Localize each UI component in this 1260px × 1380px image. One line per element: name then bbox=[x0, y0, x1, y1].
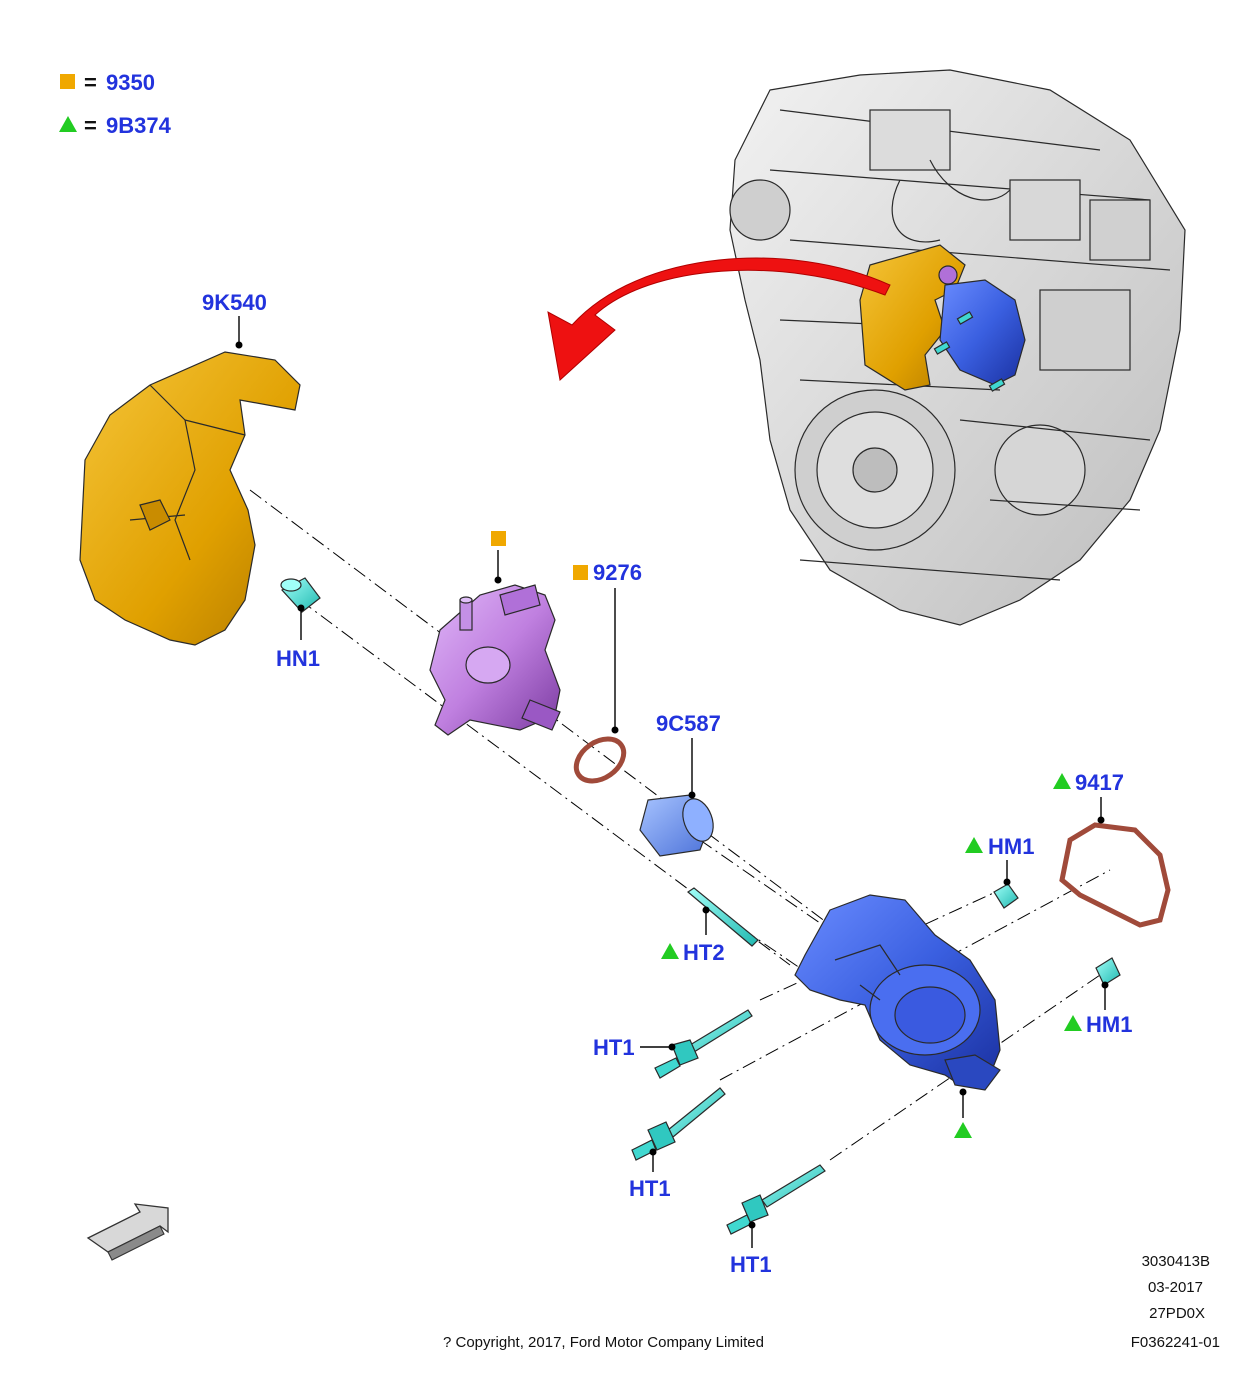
triangle-marker-icon bbox=[661, 943, 679, 959]
curved-red-arrow-icon bbox=[547, 257, 891, 381]
bolt-ht1-b-part bbox=[631, 1087, 726, 1161]
label-9276: 9276 bbox=[593, 560, 642, 585]
callout-fuel-pump-square bbox=[491, 531, 506, 584]
callout-hm1-right: HM1 bbox=[1064, 981, 1132, 1037]
label-9k540: 9K540 bbox=[202, 290, 267, 315]
square-marker-icon bbox=[573, 565, 588, 580]
callout-9276: 9276 bbox=[573, 560, 642, 734]
engine-shield-highlight bbox=[859, 244, 966, 391]
callout-9k540: 9K540 bbox=[202, 290, 267, 349]
legend-equals-1: = bbox=[84, 70, 97, 95]
legend-equals-2: = bbox=[84, 113, 97, 138]
label-ht1-a: HT1 bbox=[593, 1035, 635, 1060]
triangle-marker-icon bbox=[59, 116, 77, 132]
callout-ht1-c: HT1 bbox=[730, 1221, 772, 1277]
label-ht1-c: HT1 bbox=[730, 1252, 772, 1277]
engine-locator-view bbox=[729, 69, 1186, 626]
label-9417: 9417 bbox=[1075, 770, 1124, 795]
label-hm1-top: HM1 bbox=[988, 834, 1034, 859]
gasket-9417-part bbox=[1059, 822, 1171, 928]
square-marker-icon bbox=[491, 531, 506, 546]
model-code: 27PD0X bbox=[1149, 1305, 1205, 1322]
footer-info: 3030413B 03-2017 27PD0X F0362241-01 ? Co… bbox=[443, 1253, 1220, 1351]
ref-number: 3030413B bbox=[1142, 1253, 1210, 1270]
nut-hn1-part bbox=[280, 577, 321, 613]
callout-9c587: 9C587 bbox=[656, 711, 721, 799]
callout-hn1: HN1 bbox=[276, 604, 320, 671]
triangle-marker-icon bbox=[954, 1122, 972, 1138]
triangle-marker-icon bbox=[1053, 773, 1071, 789]
stud-hm1-right-part bbox=[1095, 957, 1121, 986]
callout-ht1-a: HT1 bbox=[593, 1035, 676, 1060]
callout-ht1-b: HT1 bbox=[629, 1148, 671, 1201]
engine-vacuum-pump-highlight bbox=[939, 279, 1026, 386]
square-marker-icon bbox=[60, 74, 75, 89]
legend: = 9350 = 9B374 bbox=[59, 70, 172, 138]
o-ring-9276-part bbox=[573, 736, 627, 784]
bolt-ht2-part bbox=[687, 887, 759, 947]
legend-code-9b374: 9B374 bbox=[106, 113, 172, 138]
stud-hm1-top-part bbox=[993, 883, 1019, 909]
callout-9417: 9417 bbox=[1053, 770, 1124, 824]
figure-id: F0362241-01 bbox=[1131, 1334, 1220, 1351]
callout-hm1-top: HM1 bbox=[965, 834, 1034, 886]
label-ht2: HT2 bbox=[683, 940, 725, 965]
shield-9k540-part bbox=[79, 351, 301, 646]
triangle-marker-icon bbox=[965, 837, 983, 853]
label-9c587: 9C587 bbox=[656, 711, 721, 736]
label-hn1: HN1 bbox=[276, 646, 320, 671]
callout-ht2: HT2 bbox=[661, 906, 725, 965]
label-ht1-b: HT1 bbox=[629, 1176, 671, 1201]
bolt-ht1-c-part bbox=[726, 1164, 826, 1235]
date-code: 03-2017 bbox=[1148, 1279, 1203, 1296]
coupler-9c587-part bbox=[639, 794, 714, 857]
vacuum-pump-9b374-part bbox=[794, 894, 1001, 1091]
bolt-ht1-a-part bbox=[654, 1009, 753, 1079]
triangle-marker-icon bbox=[1064, 1015, 1082, 1031]
legend-code-9350: 9350 bbox=[106, 70, 155, 95]
label-hm1-right: HM1 bbox=[1086, 1012, 1132, 1037]
fuel-pump-9350-part bbox=[429, 584, 561, 736]
copyright-text: ? Copyright, 2017, Ford Motor Company Li… bbox=[443, 1334, 764, 1351]
callout-vacuum-pump-triangle bbox=[954, 1088, 972, 1138]
